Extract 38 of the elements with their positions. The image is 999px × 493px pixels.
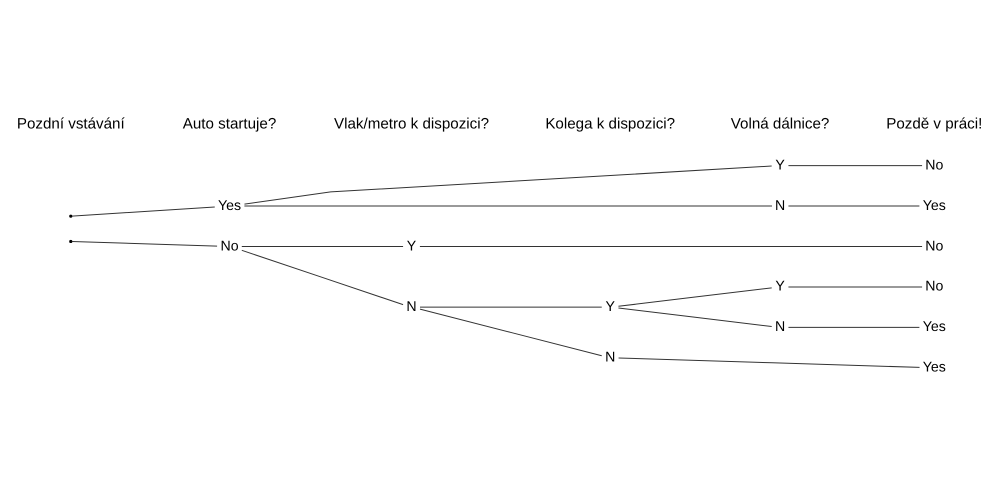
connector xyxy=(72,240,218,247)
node-text: N xyxy=(605,348,616,364)
node-text: Yes xyxy=(922,358,946,375)
label: Pozdní vstávání xyxy=(16,116,125,133)
label: Volná dálnice? xyxy=(730,116,830,133)
node-text: Yes xyxy=(218,196,242,213)
connector xyxy=(618,287,772,307)
node-text: No xyxy=(220,237,239,254)
connector xyxy=(420,246,922,247)
node-text: Yes xyxy=(922,196,946,213)
connector xyxy=(420,308,602,356)
connector xyxy=(788,165,922,166)
connector xyxy=(242,246,404,247)
connector xyxy=(788,286,922,288)
node-text: Y xyxy=(775,278,785,294)
node-text: Y xyxy=(775,156,785,172)
label: Kolega k dispozici? xyxy=(545,116,676,133)
connector xyxy=(788,206,920,207)
node-text: N xyxy=(406,298,417,314)
connector xyxy=(618,308,772,327)
node-text: N xyxy=(774,196,786,213)
connector xyxy=(420,306,602,308)
node-text: Yes xyxy=(922,318,946,334)
node-text: N xyxy=(774,318,786,334)
connector xyxy=(618,357,920,368)
label: Auto startuje? xyxy=(182,116,276,133)
connector xyxy=(72,206,215,217)
node-text: No xyxy=(925,237,944,254)
node-text: No xyxy=(925,278,944,294)
node-text: No xyxy=(925,156,944,172)
label: Pozdě v práci! xyxy=(886,116,982,133)
connector xyxy=(788,326,920,328)
connector xyxy=(242,250,404,306)
node-text: Y xyxy=(406,237,416,254)
connector xyxy=(244,206,772,207)
connector xyxy=(244,166,772,205)
node-text: Y xyxy=(606,298,615,314)
label: Vlak/metro k dispozici? xyxy=(334,116,490,133)
